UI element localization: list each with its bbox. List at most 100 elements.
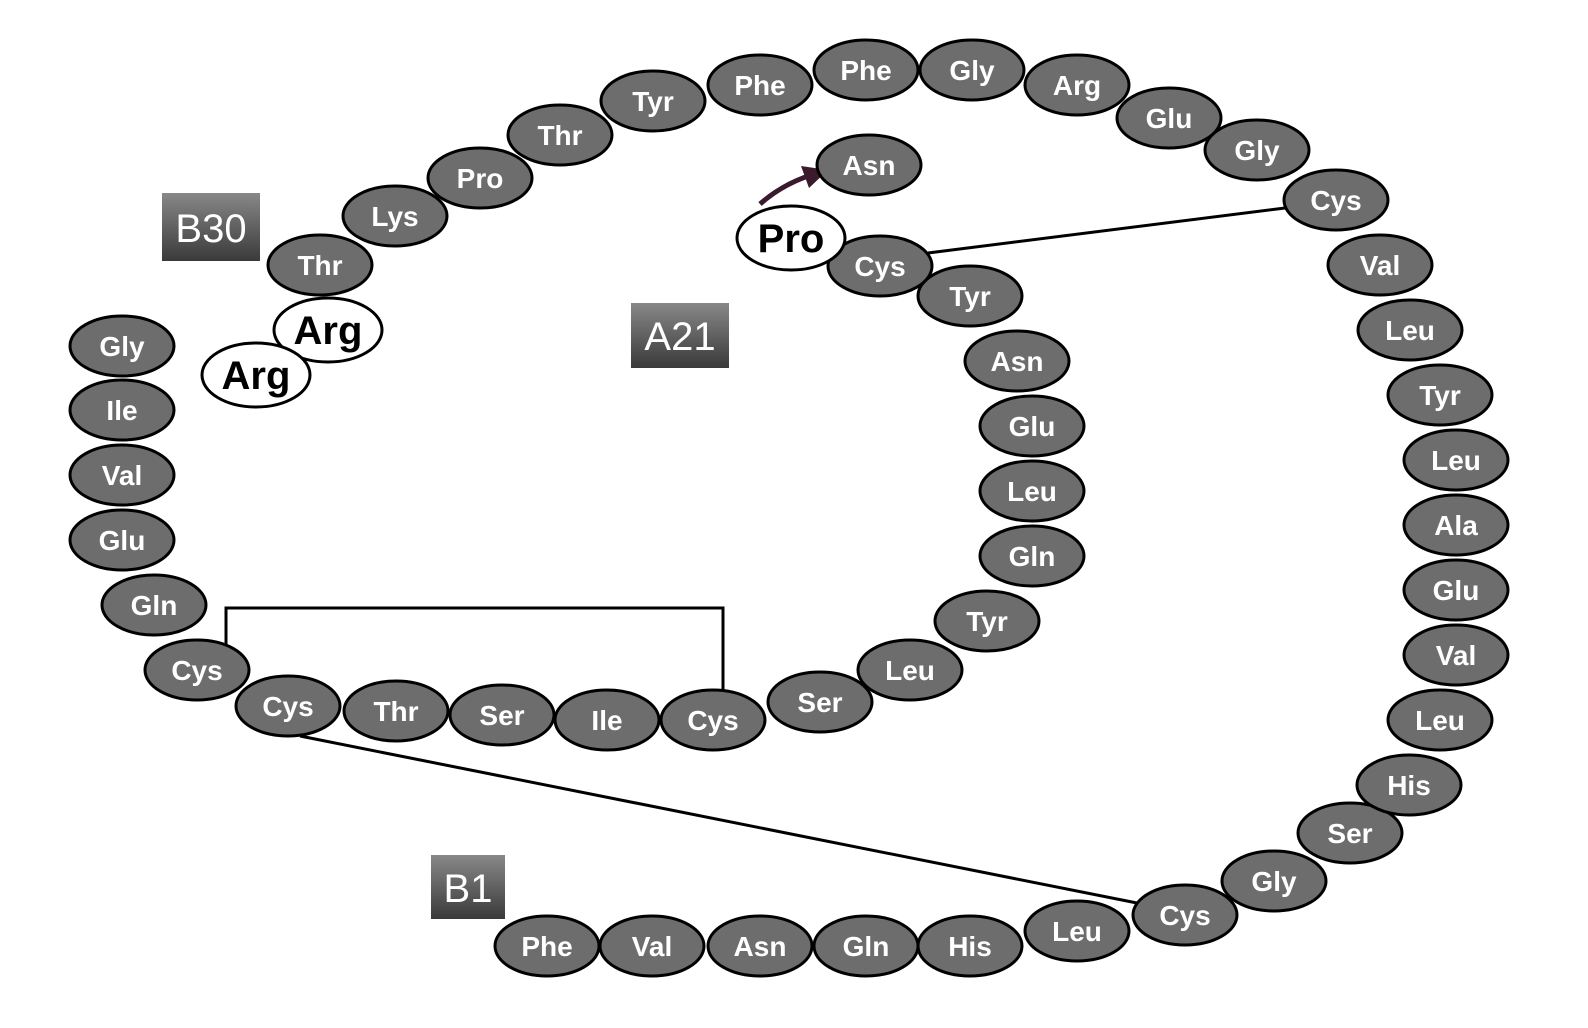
residue-b-chain-19: Cys (1282, 168, 1390, 232)
residue-ellipse (1326, 233, 1434, 297)
residue-a-chain-5: Gln (100, 573, 208, 637)
residue-label: Phe (734, 70, 785, 101)
residue-ellipse (659, 688, 767, 752)
residue-b-chain-10: His (1355, 753, 1463, 817)
marker-b1: B1 (431, 855, 505, 919)
residue-b-chain-21: Glu (1115, 86, 1223, 150)
residue-ellipse (1296, 801, 1404, 865)
residue-a-chain-16: Leu (978, 459, 1086, 523)
residue-label: Ser (479, 700, 524, 731)
residue-ellipse (1131, 883, 1239, 947)
residue-ellipse (599, 69, 707, 133)
residue-ellipse (68, 508, 176, 572)
residue-ellipse (68, 314, 176, 378)
residue-a-chain-21: Asn (815, 133, 923, 197)
residue-ellipse (978, 459, 1086, 523)
residue-ellipse (706, 914, 814, 978)
residue-a-chain-19: Tyr (916, 264, 1024, 328)
residue-ellipse (826, 234, 934, 298)
residue-b-chain-9: Ser (1296, 801, 1404, 865)
residue-label: Val (1436, 640, 1476, 671)
residue-b-chain-17: Leu (1356, 298, 1464, 362)
residue-ellipse (812, 38, 920, 102)
residue-a-chain-3: Val (68, 443, 176, 507)
residue-label: Phe (840, 55, 891, 86)
residue-ellipse (1402, 493, 1510, 557)
residue-ellipse (1402, 623, 1510, 687)
residue-label: Cys (687, 705, 738, 736)
residue-ellipse (143, 638, 251, 702)
residue-ellipse (1282, 168, 1390, 232)
residue-label: Cys (854, 251, 905, 282)
residue-ellipse (506, 103, 614, 167)
residue-b-chain-3: Asn (706, 914, 814, 978)
residue-b-chain-1: Phe (493, 914, 601, 978)
residue-ellipse (200, 341, 312, 409)
residue-a-chain-20: Cys (826, 234, 934, 298)
residue-label: Cys (171, 655, 222, 686)
residue-ellipse (1115, 86, 1223, 150)
residue-label: Gly (99, 331, 145, 362)
residue-ellipse (68, 378, 176, 442)
residue-ellipse (1386, 363, 1494, 427)
marker-b30: B30 (162, 193, 260, 261)
residue-label: Glu (1146, 103, 1193, 134)
residue-label: Thr (297, 250, 342, 281)
disulfide-bond-a20-b19 (927, 206, 1286, 255)
marker-a21: A21 (631, 303, 729, 368)
residue-b-chain-14: Ala (1402, 493, 1510, 557)
residue-label: Tyr (1419, 380, 1461, 411)
residue-ellipse (598, 914, 706, 978)
residue-b-chain-13: Glu (1402, 558, 1510, 622)
residue-b-chain-26: Tyr (599, 69, 707, 133)
residue-b-chain-18: Val (1326, 233, 1434, 297)
residue-ellipse (553, 688, 661, 752)
residue-ellipse (426, 146, 534, 210)
residue-a-chain-13: Leu (856, 638, 964, 702)
residue-a-chain-7: Cys (234, 674, 342, 738)
residue-label: Cys (262, 691, 313, 722)
residue-label: Val (1360, 250, 1400, 281)
residue-ellipse (815, 133, 923, 197)
residue-label: Glu (1009, 411, 1056, 442)
residue-label: Gln (131, 590, 178, 621)
residue-a-chain-1: Gly (68, 314, 176, 378)
residue-label: Tyr (966, 606, 1008, 637)
residue-label: Asn (991, 346, 1044, 377)
residue-ellipse (100, 573, 208, 637)
residue-ellipse (1402, 428, 1510, 492)
residue-label: Lys (371, 201, 418, 232)
residue-ellipse (978, 524, 1086, 588)
residue-b-chain-6: Leu (1023, 899, 1131, 963)
residue-b-chain-15: Leu (1402, 428, 1510, 492)
residue-a-chain-17: Glu (978, 394, 1086, 458)
residue-b-chain-23: Gly (918, 38, 1026, 102)
residue-b-chain-25: Phe (706, 53, 814, 117)
residue-a-chain-14: Tyr (933, 589, 1041, 653)
residue-a-chain-8: Thr (342, 679, 450, 743)
residue-b-chain-extension-2: Arg (200, 341, 312, 409)
residue-ellipse (448, 683, 556, 747)
residue-label: Asn (843, 150, 896, 181)
residue-b-chain-27: Thr (506, 103, 614, 167)
residue-ellipse (1355, 753, 1463, 817)
residue-label: Tyr (632, 86, 674, 117)
residue-ellipse (1023, 53, 1131, 117)
residue-b-chain-28: Pro (426, 146, 534, 210)
residue-label: Cys (1159, 900, 1210, 931)
residue-b-chain-2: Val (598, 914, 706, 978)
residue-ellipse (1402, 558, 1510, 622)
residue-ellipse (1023, 899, 1131, 963)
residue-label: Pro (457, 163, 504, 194)
marker-b1-label: B1 (444, 867, 493, 911)
residue-b-chain-5: His (916, 914, 1024, 978)
residue-label: Leu (1052, 916, 1102, 947)
residue-label: Thr (373, 696, 418, 727)
residue-a-chain-12: Ser (766, 670, 874, 734)
residue-label: Ala (1434, 510, 1478, 541)
residue-label: Glu (1433, 575, 1480, 606)
residue-ellipse (68, 443, 176, 507)
residue-a-chain-4: Glu (68, 508, 176, 572)
residue-a-chain-9: Ser (448, 683, 556, 747)
